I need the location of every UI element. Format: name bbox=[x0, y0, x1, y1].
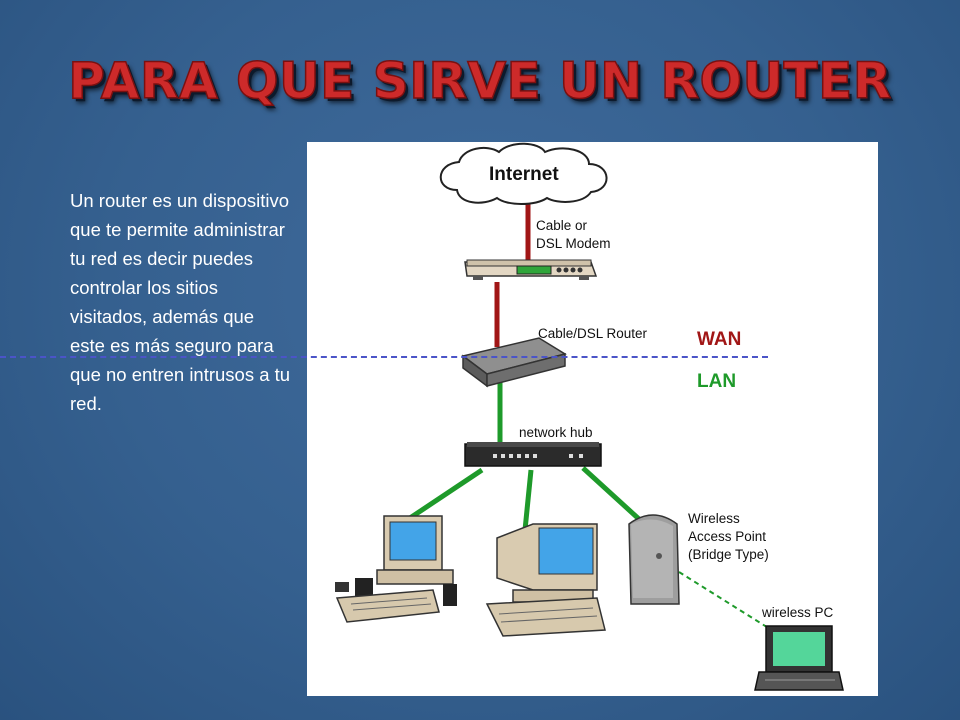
internet-cloud-icon bbox=[439, 142, 608, 205]
laptop-icon bbox=[754, 625, 844, 691]
network-diagram-drawing: Internet Cable or DSL Modem Cable/DSL Ro… bbox=[335, 142, 844, 691]
router-label: Cable/DSL Router bbox=[538, 326, 648, 341]
network-diagram: Internet Cable or DSL Modem Cable/DSL Ro… bbox=[307, 142, 878, 696]
lan-label: LAN bbox=[697, 371, 736, 392]
wireless-pc-label: wireless PC bbox=[761, 605, 834, 620]
slide-title: PARA QUE SIRVE UN ROUTER bbox=[67, 51, 892, 111]
hub-pc2-cable bbox=[522, 469, 534, 531]
modem-label-line1: Cable or bbox=[536, 218, 588, 233]
hub-ap-cable bbox=[581, 466, 642, 522]
router-icon bbox=[461, 337, 567, 388]
ap-label-line3: (Bridge Type) bbox=[688, 547, 769, 562]
internet-label: Internet bbox=[489, 164, 559, 185]
wan-lan-divider bbox=[0, 356, 768, 358]
hub-label: network hub bbox=[519, 425, 593, 440]
modem-label-line2: DSL Modem bbox=[536, 236, 611, 251]
wan-label: WAN bbox=[697, 329, 741, 350]
access-point-icon bbox=[628, 514, 680, 605]
desktop-pc-icon bbox=[485, 523, 606, 637]
modem-icon bbox=[464, 259, 598, 280]
desktop-pc-icon bbox=[335, 515, 457, 623]
ap-label-line2: Access Point bbox=[688, 529, 766, 544]
hub-pc1-cable bbox=[405, 467, 484, 523]
ap-label-line1: Wireless bbox=[688, 511, 740, 526]
network-hub-icon bbox=[464, 442, 602, 467]
wireless-link bbox=[678, 571, 771, 630]
slide-description: Un router es un dispositivo que te permi… bbox=[70, 190, 291, 414]
